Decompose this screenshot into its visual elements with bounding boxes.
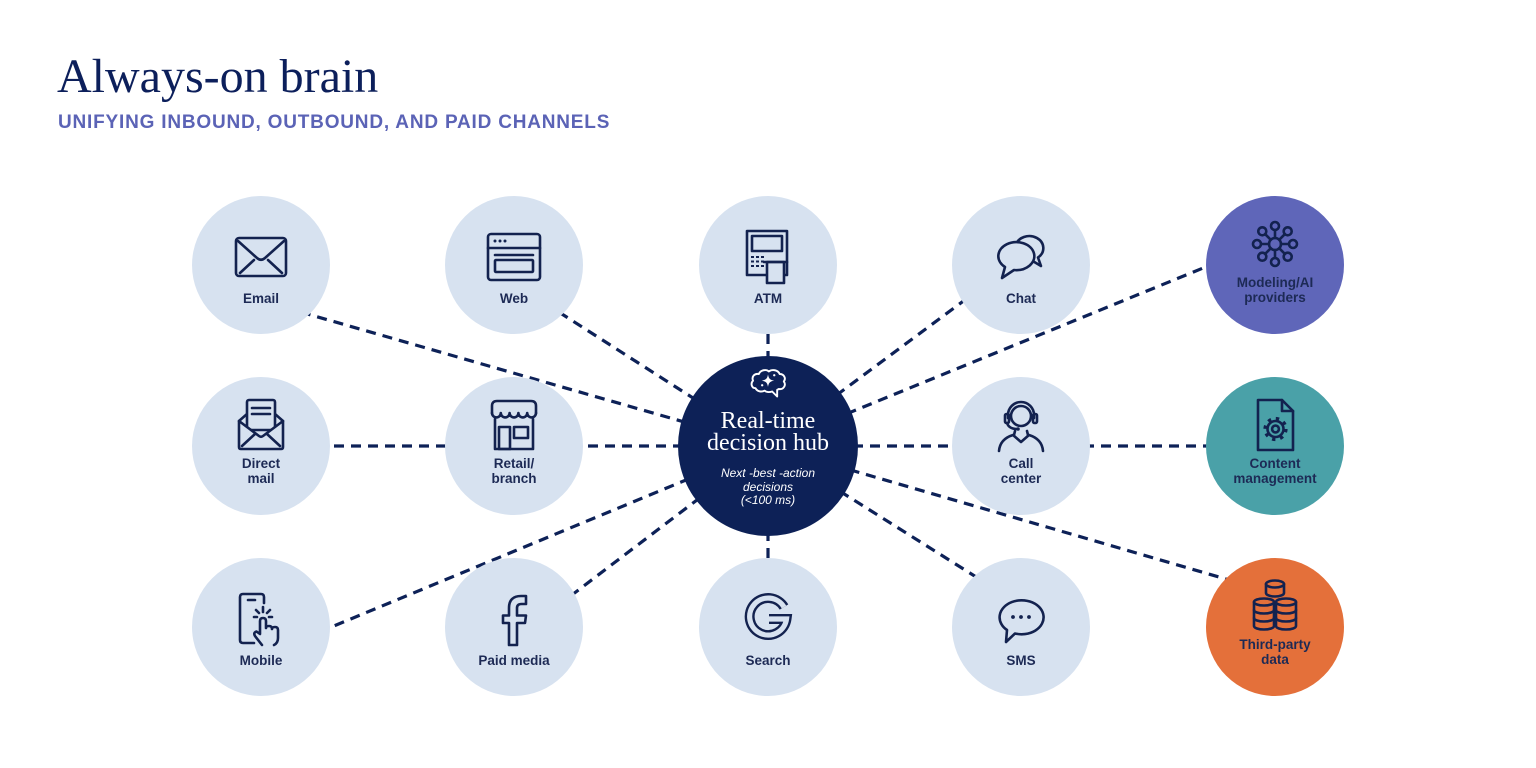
channel-label-line: Chat: [1006, 291, 1036, 306]
facebook-f-icon: [501, 594, 528, 647]
channel-label-line: Search: [745, 653, 791, 668]
channel-label-line: Paid media: [478, 653, 550, 668]
channel-label-line: mail: [247, 471, 275, 486]
speech-bubble-dots-icon: [998, 599, 1045, 644]
page-subtitle: UNIFYING INBOUND, OUTBOUND, AND PAID CHA…: [58, 112, 611, 133]
connector-hub-modeling-ai: [767, 255, 1231, 448]
channel-label: Third-party data: [1239, 637, 1310, 667]
channel-node-call-center: Call center: [952, 377, 1090, 515]
channel-node-web: Web: [445, 196, 583, 334]
document-gear-icon: [1256, 398, 1295, 452]
channel-label-line: Retail/: [493, 456, 535, 471]
channel-label-line: Direct: [241, 456, 281, 471]
channel-label-line: Mobile: [239, 653, 283, 668]
atm-machine-icon: [745, 229, 789, 285]
channel-label-line: Modeling/AI: [1236, 275, 1314, 290]
hub-title-line: Real-time: [720, 408, 816, 434]
connector-hub-email: [289, 307, 769, 448]
channel-node-sms: SMS: [952, 558, 1090, 696]
channel-label: Retail/ branch: [491, 456, 536, 486]
channel-label-line: SMS: [1006, 653, 1036, 668]
channel-label-line: Third-party: [1239, 637, 1311, 652]
hub-title-line: decision hub: [707, 430, 829, 456]
channel-label-line: Content: [1249, 456, 1301, 471]
channel-node-retail-branch: Retail/ branch: [445, 377, 583, 515]
page-title: Always-on brain: [57, 50, 379, 103]
envelope-icon: [234, 236, 288, 278]
channel-node-paid-media: Paid media: [445, 558, 583, 696]
channel-node-modeling-ai: Modeling/AI providers: [1206, 196, 1344, 334]
connector-hub-web: [539, 298, 769, 448]
hub-title: Real-time decision hub: [707, 408, 829, 456]
database-stack-icon: [1252, 579, 1298, 631]
channel-label: Direct mail: [242, 456, 280, 486]
decision-hub: Real-time decision hub Next -best -actio…: [678, 356, 858, 536]
channel-node-third-party-data: Third-party data: [1206, 558, 1344, 696]
browser-window-icon: [486, 232, 542, 282]
channel-label-line: providers: [1244, 290, 1306, 305]
hub-caption-line: decisions: [742, 479, 793, 494]
hub-caption-line: (<100 ms): [740, 493, 796, 507]
channel-label: Search: [745, 653, 790, 668]
channel-label-line: Call: [1008, 456, 1034, 471]
storefront-icon: [490, 399, 538, 451]
channel-label: Email: [243, 291, 279, 306]
open-letter-icon: [237, 398, 285, 451]
channel-label-line: Email: [242, 291, 280, 306]
channel-label-line: ATM: [753, 291, 783, 306]
google-g-icon: [744, 593, 793, 640]
headset-agent-icon: [997, 400, 1045, 453]
channel-label: Modeling/AI providers: [1237, 275, 1314, 305]
channel-node-chat: Chat: [952, 196, 1090, 334]
channel-node-atm: ATM: [699, 196, 837, 334]
channel-label: Web: [500, 291, 528, 306]
channel-label-line: management: [1233, 471, 1317, 486]
brain-sparkle-icon: [750, 369, 786, 398]
hub-caption: Next -best -action decisions (<100 ms): [720, 466, 816, 508]
channel-label-line: Web: [499, 291, 529, 306]
channel-label-line: branch: [491, 471, 537, 486]
channel-label: Paid media: [478, 653, 549, 668]
channel-label-line: center: [1000, 471, 1042, 486]
channel-node-content-management: Content management: [1206, 377, 1344, 515]
connector-hub-sms: [767, 444, 1001, 594]
phone-tap-icon: [238, 592, 280, 647]
chat-bubbles-icon: [997, 234, 1045, 280]
channel-node-direct-mail: Direct mail: [192, 377, 330, 515]
channel-label: Content management: [1233, 456, 1316, 486]
channel-label: Mobile: [240, 653, 283, 668]
channel-label: SMS: [1006, 653, 1035, 668]
channel-node-search: Search: [699, 558, 837, 696]
channel-label: Call center: [1001, 456, 1042, 486]
channel-node-email: Email: [192, 196, 330, 334]
hub-caption-line: Next -best -action: [720, 466, 816, 480]
channel-label: Chat: [1006, 291, 1036, 306]
channel-label: ATM: [754, 291, 782, 306]
channel-label-line: data: [1261, 652, 1289, 667]
connector-hub-chat: [767, 283, 986, 448]
channel-node-mobile: Mobile: [192, 558, 330, 696]
network-nodes-icon: [1251, 220, 1299, 268]
